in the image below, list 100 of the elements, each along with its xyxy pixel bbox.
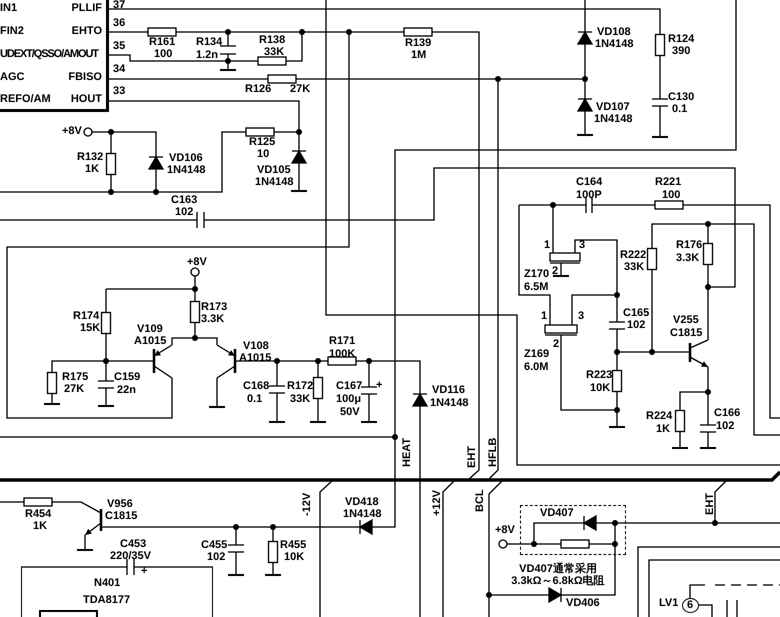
component-value: 390: [672, 46, 690, 57]
polarity-mark: +: [141, 566, 148, 577]
component-label: R223: [586, 370, 612, 381]
component-value: 100: [154, 49, 172, 60]
component-label: VD406: [566, 598, 600, 609]
component-value: 1M: [411, 50, 426, 61]
net-label: EHT: [705, 493, 716, 515]
dashed-box: [520, 505, 626, 555]
pin-number: 1: [544, 240, 550, 251]
component-label: N401: [94, 578, 120, 589]
pin-number: 2: [553, 339, 560, 350]
note-text: VD407通常采用3.3kΩ～6.8kΩ电阻: [510, 563, 606, 587]
component-value: 1.2n: [196, 50, 218, 61]
component-value: 1N4148: [255, 177, 294, 188]
component-value: 10: [257, 149, 270, 160]
component-value: 22n: [117, 385, 136, 396]
component-label: R125: [249, 137, 276, 148]
component-value: 33K: [264, 47, 284, 58]
pin-name: REFO/AM: [0, 94, 51, 105]
component-label: C130: [668, 92, 694, 103]
component-label: R161: [149, 37, 176, 48]
component-value: 100: [662, 190, 680, 201]
ic-block: [0, 0, 109, 112]
pin-name: AGC: [0, 72, 24, 83]
component-value: 0.1: [672, 104, 688, 115]
component-label: R138: [259, 35, 286, 46]
component-label: C165: [623, 308, 650, 319]
component-label: R126: [245, 84, 272, 95]
supply-label: +8V: [62, 126, 82, 137]
component-value: 10K: [590, 383, 610, 394]
component-label: R175: [62, 372, 88, 383]
net-label: +12V: [432, 490, 443, 516]
component-value: 102: [716, 421, 734, 432]
pin-circle: [682, 598, 699, 613]
component-label: R134: [196, 37, 222, 48]
net-label: HFLB: [488, 438, 499, 467]
component-value: 15K: [80, 323, 100, 334]
component-value: 1K: [85, 164, 100, 175]
component-value: 1N4148: [595, 39, 634, 50]
component-label: C455: [201, 540, 228, 551]
supply-label: +8V: [187, 257, 207, 268]
component-value: 6.5M: [524, 282, 548, 293]
component-label: VD106: [169, 153, 203, 164]
component-label: R172: [287, 381, 314, 392]
component-value: 6.0M: [524, 362, 548, 373]
component-label: R132: [77, 152, 104, 163]
component-value: 1K: [33, 521, 48, 532]
component-value: A1015: [134, 336, 166, 347]
component-label: VD108: [597, 27, 631, 38]
component-label: R124: [668, 34, 694, 45]
component-value: 100μ: [336, 394, 362, 405]
pin-number: 3: [579, 240, 586, 251]
pin-name: FBISO: [68, 72, 102, 83]
pin-number: 34: [113, 64, 126, 75]
pin-number: 2: [552, 266, 558, 277]
pin-number: 33: [113, 86, 126, 97]
component-label: Z169: [524, 349, 550, 360]
component-value: 1N4148: [594, 114, 633, 125]
pin-name: PLLIF: [71, 3, 102, 14]
component-label: C167: [336, 381, 362, 392]
pin-number: 37: [113, 0, 126, 11]
pin-number: 6: [687, 600, 694, 611]
pin-name: EHTO: [72, 26, 102, 37]
component-label: C164: [576, 177, 602, 188]
component-label: LV1: [659, 598, 678, 609]
net-label: -12V: [302, 492, 313, 516]
component-value: 1N4148: [343, 509, 382, 520]
component-label: VD105: [257, 165, 291, 176]
component-label: C163: [171, 195, 198, 206]
component-label: Z170: [524, 269, 550, 280]
component-label: V255: [673, 315, 699, 326]
component-label: V109: [137, 324, 163, 335]
component-label: VD418: [345, 497, 379, 508]
pin-name: UDEXT/QSSO/AMOUT: [0, 49, 98, 60]
component-value: 102: [207, 552, 226, 563]
pin-number: 35: [113, 41, 126, 52]
component-label: R139: [405, 38, 432, 49]
pin-number: 1: [541, 311, 548, 322]
component-value: C1815: [105, 511, 138, 522]
component-label: R454: [25, 509, 52, 520]
pin-name: HOUT: [70, 94, 102, 105]
component-label: V956: [107, 499, 133, 510]
component-label: V108: [243, 341, 269, 352]
component-label: C166: [714, 408, 740, 419]
component-value: 50V: [340, 407, 360, 418]
component-value: 10K: [284, 552, 304, 563]
ic-block: [21, 567, 213, 617]
component-label: R222: [620, 250, 646, 261]
pin-number: 36: [113, 18, 126, 29]
component-value: 1N4148: [430, 398, 469, 409]
component-label: TDA8177: [83, 595, 130, 606]
component-value: 33K: [290, 394, 310, 405]
polarity-mark: +: [376, 380, 382, 391]
component-label: VD116: [432, 385, 466, 396]
component-value: C1815: [670, 328, 702, 339]
component-value: 0.1: [247, 394, 262, 405]
component-value: 3.3K: [676, 253, 700, 264]
component-value: 27K: [64, 384, 84, 395]
net-label: HEAT: [402, 438, 413, 467]
component-label: R176: [676, 240, 702, 251]
